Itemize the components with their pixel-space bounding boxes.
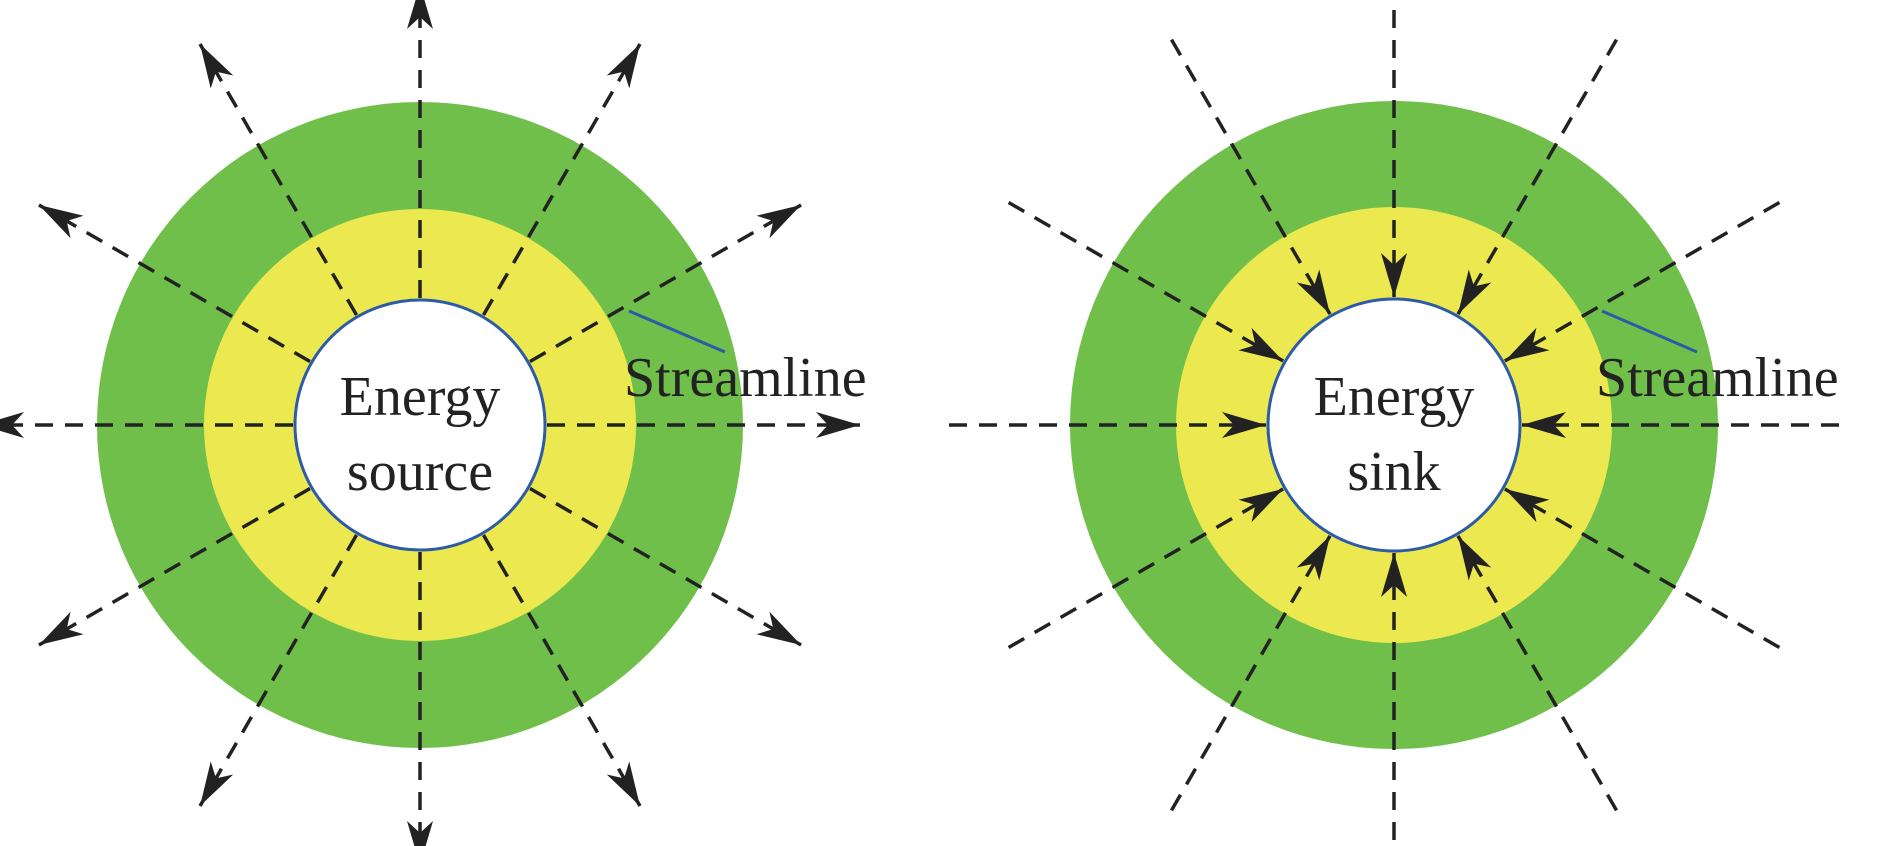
- streamline-ray: [529, 203, 802, 364]
- streamline-ray: [1007, 487, 1285, 650]
- streamline-ray: [1169, 534, 1332, 812]
- arrowhead-icon: [200, 43, 234, 89]
- arrowhead-icon: [816, 412, 860, 438]
- arrowhead-icon: [407, 821, 433, 846]
- streamline-ray: [1456, 534, 1619, 812]
- arrowhead-icon: [756, 611, 802, 645]
- arrowhead-icon: [1296, 535, 1330, 581]
- core-label-line2: sink: [1347, 441, 1440, 503]
- core-circle: [293, 298, 547, 552]
- arrowhead-icon: [606, 43, 640, 89]
- streamline-pointer: [628, 309, 726, 354]
- arrowhead-icon: [1458, 535, 1492, 581]
- arrowhead-icon: [1238, 327, 1284, 361]
- arrowhead-icon: [38, 205, 84, 239]
- streamline-ray: [529, 486, 802, 647]
- arrowhead-icon: [38, 611, 84, 645]
- arrowhead-icon: [1381, 253, 1407, 297]
- arrowhead-icon: [1381, 553, 1407, 597]
- arrowhead-icon: [1522, 412, 1566, 438]
- streamline-label: Streamline: [1596, 347, 1839, 409]
- streamline-pointer: [1601, 309, 1698, 354]
- arrowhead-icon: [407, 0, 433, 29]
- arrowhead-icon: [606, 761, 640, 807]
- arrowhead-icon: [756, 205, 802, 239]
- streamline-ray: [481, 43, 642, 316]
- arrowhead-icon: [1296, 269, 1330, 315]
- arrowhead-icon: [1238, 489, 1284, 523]
- core-label-line1: Energy: [340, 366, 501, 428]
- arrowhead-icon: [1504, 489, 1550, 523]
- energy-sink-panel: Energy sink Streamline: [949, 0, 1839, 846]
- streamline-label: Streamline: [624, 347, 867, 409]
- streamline-ray: [38, 486, 311, 647]
- core-label-line1: Energy: [1314, 366, 1475, 428]
- arrowhead-icon: [1458, 269, 1492, 315]
- streamline-ray: [1503, 200, 1781, 363]
- arrowhead-icon: [1504, 327, 1550, 361]
- arrowhead-icon: [200, 761, 234, 807]
- arrowhead-icon: [1222, 412, 1266, 438]
- streamline-ray: [198, 534, 359, 807]
- energy-source-panel: Energy source Streamline: [0, 0, 867, 846]
- streamline-ray: [1456, 38, 1619, 316]
- streamline-ray: [1503, 487, 1781, 650]
- streamline-ray: [1169, 38, 1332, 316]
- streamline-ray: [38, 203, 311, 364]
- streamline-ray: [1007, 200, 1285, 363]
- core-label-line2: source: [347, 441, 493, 503]
- streamline-ray: [481, 534, 642, 807]
- arrowhead-icon: [0, 412, 24, 438]
- core-circle: [1266, 297, 1522, 553]
- streamline-ray: [198, 43, 359, 316]
